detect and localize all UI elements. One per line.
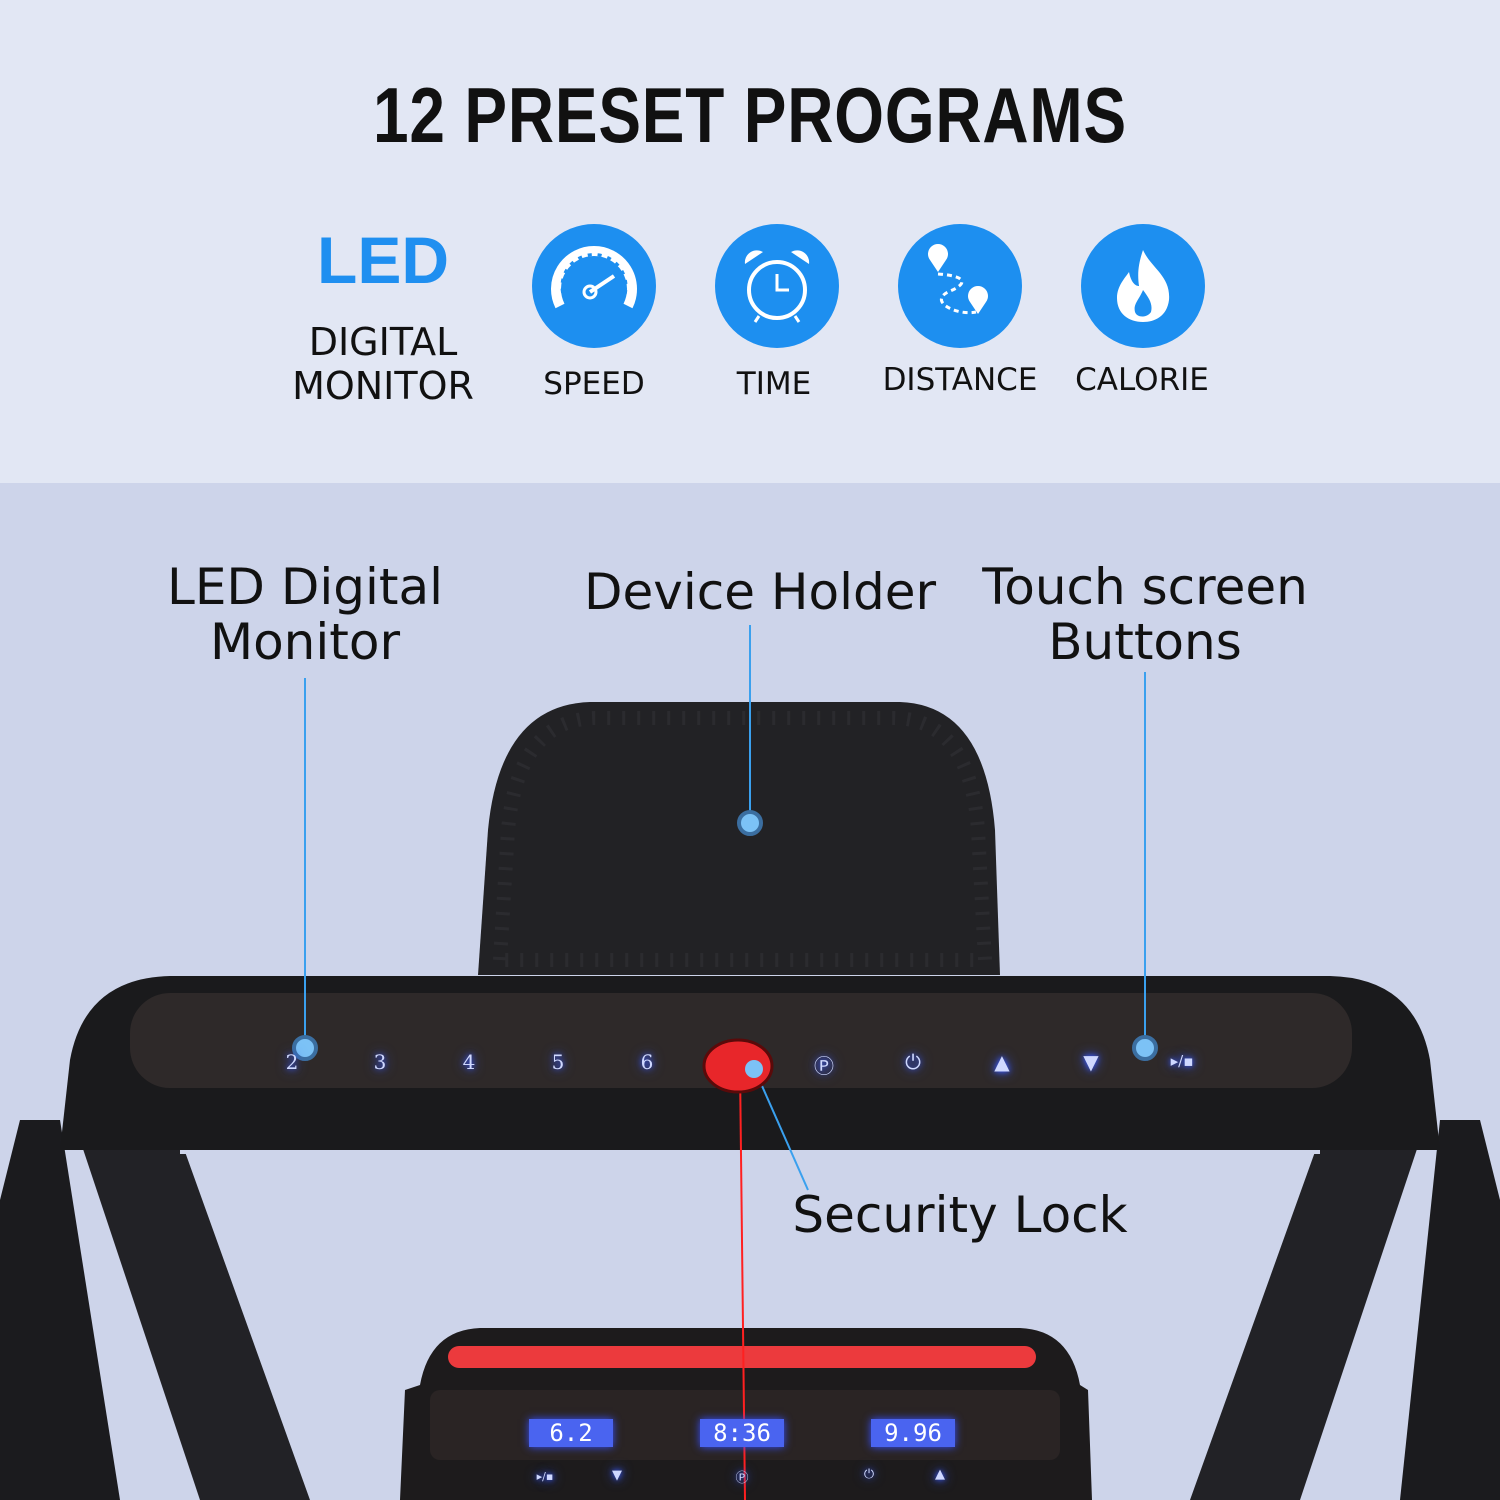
alarm-clock-icon — [715, 224, 839, 348]
program-2-button[interactable]: 2 — [285, 1050, 299, 1074]
route-pins-icon — [898, 224, 1022, 348]
device-holder — [478, 702, 1000, 975]
lower-speed-down-button[interactable]: ▼ — [612, 1468, 622, 1483]
speed-down-button[interactable]: ▼ — [1083, 1050, 1099, 1074]
lower-program-button[interactable]: Ⓟ — [735, 1471, 749, 1486]
lcd-distance: 9.96 — [871, 1419, 955, 1447]
callout-led-monitor: LED Digital Monitor — [140, 560, 470, 670]
start-stop-button[interactable]: ▸/▪ — [1170, 1052, 1194, 1070]
speed-up-button[interactable]: ▲ — [994, 1050, 1010, 1074]
feature-label-speed: SPEED — [543, 366, 645, 402]
lower-speed-up-button[interactable]: ▲ — [935, 1467, 945, 1482]
lower-power-button[interactable]: ⏻ — [863, 1467, 875, 1482]
program-6-button[interactable]: 6 — [640, 1050, 654, 1074]
callout-touch-buttons: Touch screen Buttons — [960, 560, 1330, 670]
led-sub-line2: MONITOR — [292, 364, 474, 408]
led-headline: LED — [317, 223, 449, 297]
power-button[interactable]: ⏻ — [905, 1050, 921, 1074]
callout-touch-line2: Buttons — [1048, 613, 1242, 671]
program-5-button[interactable]: 5 — [551, 1050, 565, 1074]
flame-icon — [1081, 224, 1205, 348]
callout-touch-line1: Touch screen — [982, 558, 1308, 616]
feature-label-calorie: CALORIE — [1075, 362, 1209, 398]
program-4-button[interactable]: 4 — [462, 1050, 476, 1074]
feature-label-distance: DISTANCE — [882, 362, 1038, 398]
page-title: 12 PRESET PROGRAMS — [372, 71, 1128, 159]
led-subtitle: DIGITAL MONITOR — [263, 320, 503, 408]
lower-start-stop-button[interactable]: ▸/▪ — [536, 1470, 554, 1483]
callout-led-line1: LED Digital — [166, 558, 443, 616]
callout-security-lock: Security Lock — [792, 1186, 1128, 1244]
lcd-speed: 6.2 — [529, 1419, 613, 1447]
callout-led-line2: Monitor — [209, 613, 401, 671]
callout-device-holder: Device Holder — [583, 563, 937, 621]
speedometer-icon — [532, 224, 656, 348]
lcd-time: 8:36 — [700, 1419, 784, 1447]
feature-label-time: TIME — [736, 366, 812, 402]
program-3-button[interactable]: 3 — [373, 1050, 387, 1074]
led-sub-line1: DIGITAL — [308, 320, 458, 364]
program-button[interactable]: Ⓟ — [814, 1054, 834, 1078]
security-lock — [702, 1038, 774, 1094]
